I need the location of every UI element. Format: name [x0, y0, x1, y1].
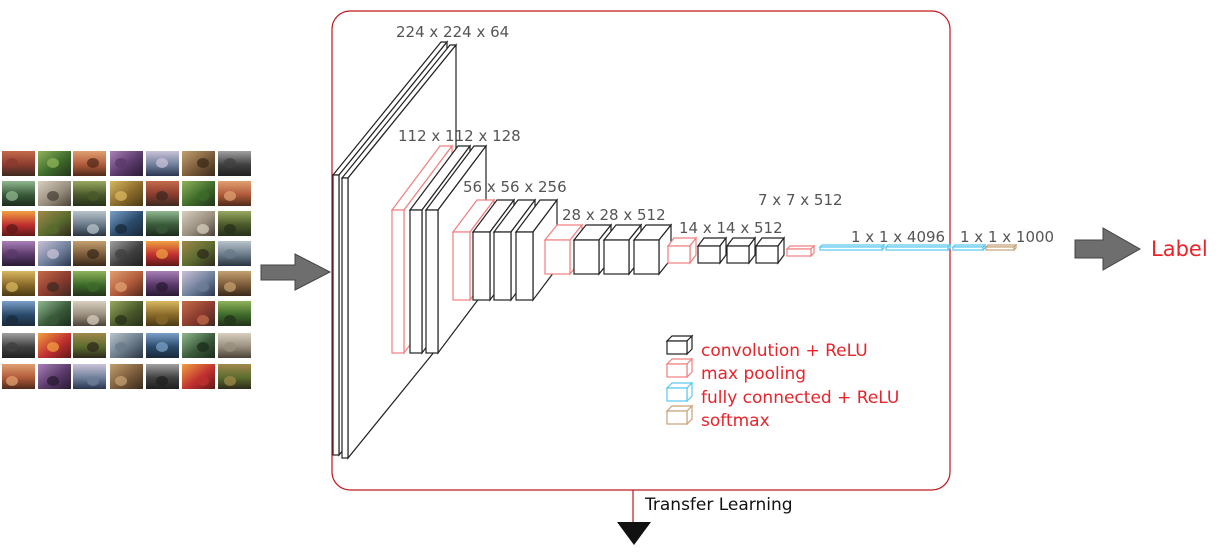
- mosaic-photo: [110, 271, 143, 296]
- mosaic-photo: [110, 181, 143, 206]
- mosaic-photo: [2, 271, 35, 296]
- dims-224: 224 x 224 x 64: [396, 23, 509, 41]
- mosaic-photo: [182, 333, 215, 358]
- conv5-block-b: [725, 236, 757, 265]
- network-layers: [331, 40, 1018, 460]
- mosaic-photo: [110, 333, 143, 358]
- mosaic-photo: [2, 151, 35, 176]
- fc1-block: [818, 243, 886, 252]
- conv4-block-a: [572, 223, 613, 276]
- mosaic-photo: [73, 271, 106, 296]
- legend-swatch-3: [665, 404, 694, 426]
- mosaic-photo: [73, 333, 106, 358]
- mosaic-photo: [73, 241, 106, 266]
- mosaic-photo: [146, 271, 179, 296]
- mosaic-photo: [218, 333, 251, 358]
- mosaic-photo: [182, 181, 215, 206]
- mosaic-photo: [38, 333, 71, 358]
- legend-label-pool: max pooling: [701, 364, 806, 384]
- network-frame: [331, 10, 951, 491]
- conv4-block-b: [602, 223, 643, 276]
- legend-swatch-0: [665, 334, 694, 356]
- mosaic-photo: [73, 211, 106, 236]
- mosaic-photo: [110, 301, 143, 326]
- input-image-mosaic: [2, 151, 251, 389]
- mosaic-photo: [218, 271, 251, 296]
- mosaic-photo: [218, 151, 251, 176]
- mosaic-photo: [38, 271, 71, 296]
- output-arrow: [1074, 227, 1142, 271]
- mosaic-photo: [218, 241, 251, 266]
- mosaic-photo: [218, 301, 251, 326]
- mosaic-photo: [146, 333, 179, 358]
- mosaic-photo: [110, 211, 143, 236]
- mosaic-photo: [2, 364, 35, 389]
- mosaic-photo: [38, 241, 71, 266]
- fc2-block: [884, 243, 952, 252]
- mosaic-photo: [110, 151, 143, 176]
- mosaic-photo: [182, 271, 215, 296]
- mosaic-photo: [218, 211, 251, 236]
- mosaic-photo: [73, 301, 106, 326]
- mosaic-photo: [146, 151, 179, 176]
- legend-label-fc: fully connected + ReLU: [701, 388, 899, 408]
- mosaic-photo: [2, 333, 35, 358]
- transfer-arrow-icon: [617, 522, 651, 545]
- mosaic-photo: [146, 301, 179, 326]
- pool4-block: [666, 236, 698, 265]
- mosaic-photo: [2, 211, 35, 236]
- mosaic-photo: [182, 364, 215, 389]
- dims-112: 112 x 112 x 128: [398, 127, 521, 145]
- mosaic-photo: [110, 364, 143, 389]
- conv4-block-c: [632, 223, 673, 276]
- mosaic-photo: [146, 364, 179, 389]
- mosaic-photo: [182, 151, 215, 176]
- mosaic-photo: [182, 301, 215, 326]
- mosaic-photo: [73, 364, 106, 389]
- mosaic-photo: [146, 241, 179, 266]
- mosaic-photo: [2, 301, 35, 326]
- dims-4096: 1 x 1 x 4096: [851, 228, 945, 246]
- mosaic-photo: [146, 181, 179, 206]
- conv5-block-a: [696, 236, 728, 265]
- mosaic-photo: [2, 181, 35, 206]
- mosaic-photo: [218, 364, 251, 389]
- transfer-learning-label: Transfer Learning: [644, 495, 793, 515]
- mosaic-photo: [2, 241, 35, 266]
- input-arrow: [260, 253, 332, 291]
- pool5-block: [785, 244, 816, 258]
- mosaic-photo: [218, 181, 251, 206]
- mosaic-photo: [38, 364, 71, 389]
- dims-56: 56 x 56 x 256: [463, 178, 567, 196]
- mosaic-photo: [38, 301, 71, 326]
- dims-1000: 1 x 1 x 1000: [960, 228, 1054, 246]
- mosaic-photo: [73, 151, 106, 176]
- legend-label-conv: convolution + ReLU: [701, 341, 868, 361]
- dims-28: 28 x 28 x 512: [562, 206, 666, 224]
- dims-7: 7 x 7 x 512: [758, 191, 843, 209]
- mosaic-photo: [38, 181, 71, 206]
- legend: convolution + ReLU max pooling fully con…: [665, 334, 899, 431]
- legend-swatch-1: [665, 357, 694, 379]
- conv5-block-c: [754, 236, 786, 265]
- mosaic-photo: [182, 211, 215, 236]
- mosaic-photo: [38, 151, 71, 176]
- fc3-block: [951, 243, 987, 252]
- mosaic-photo: [73, 181, 106, 206]
- legend-label-softmax: softmax: [701, 411, 770, 431]
- output-label: Label: [1151, 237, 1208, 261]
- mosaic-photo: [182, 241, 215, 266]
- mosaic-photo: [110, 241, 143, 266]
- mosaic-photo: [38, 211, 71, 236]
- mosaic-photo: [146, 211, 179, 236]
- softmax-block: [984, 243, 1018, 252]
- dims-14: 14 x 14 x 512: [679, 219, 783, 237]
- legend-swatch-2: [665, 381, 694, 403]
